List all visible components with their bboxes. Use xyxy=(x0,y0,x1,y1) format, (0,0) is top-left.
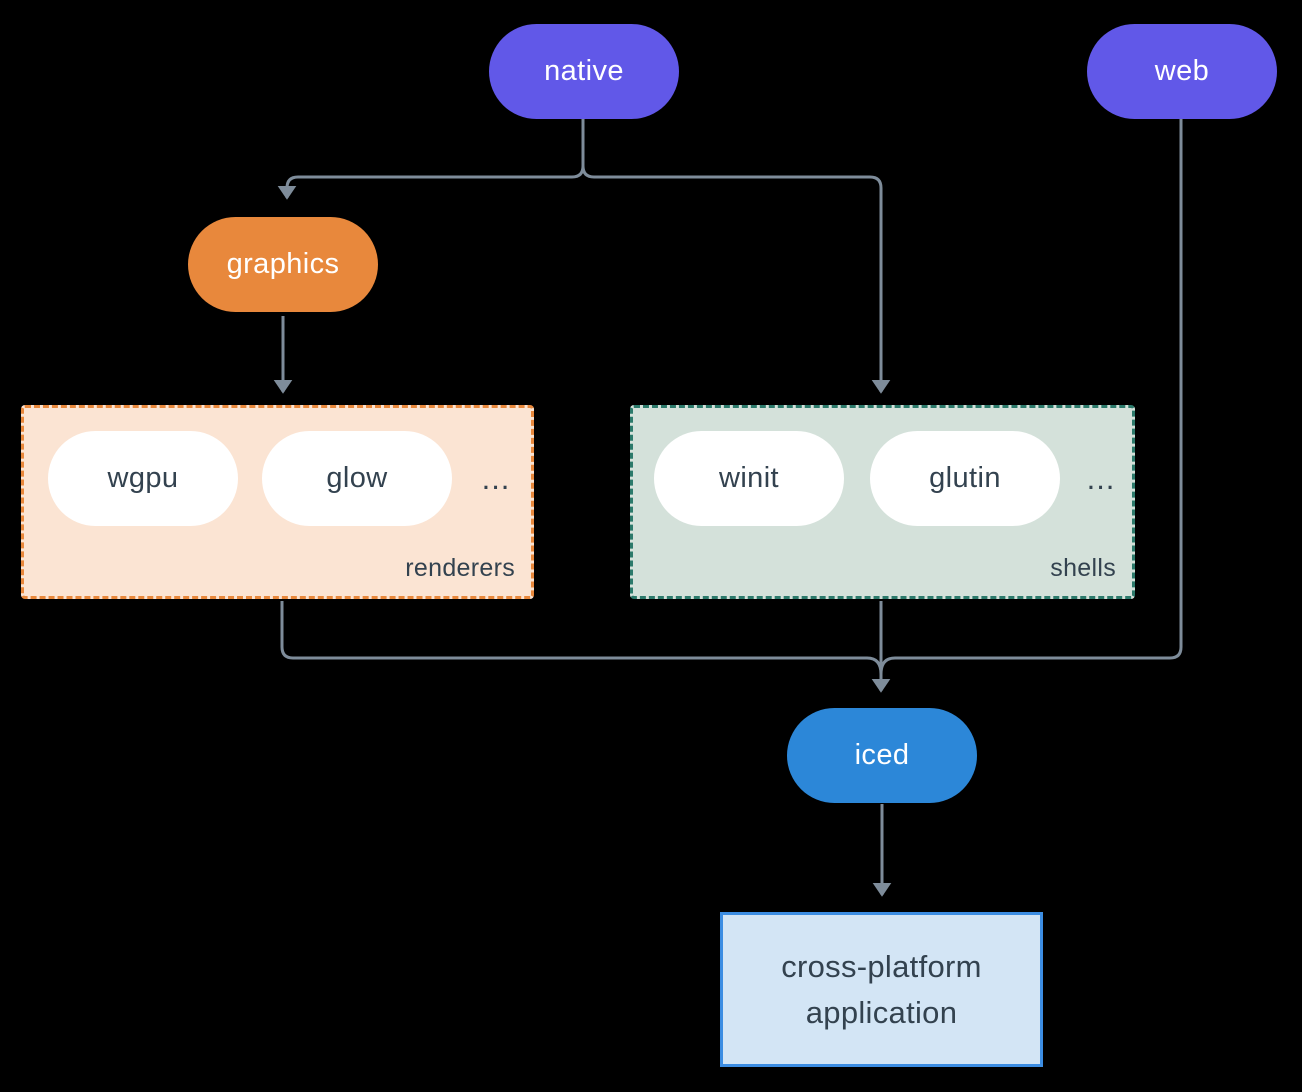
node-winit: winit xyxy=(654,431,844,526)
node-glow: glow xyxy=(262,431,452,526)
node-graphics: graphics xyxy=(188,217,378,312)
group-shells: winit glutin ... shells xyxy=(630,405,1135,599)
node-winit-label: winit xyxy=(718,462,779,494)
node-iced-label: iced xyxy=(854,739,910,771)
application-label-line1: cross-platform xyxy=(781,948,982,984)
edge-renderers-iced xyxy=(280,601,883,675)
node-wgpu-label: wgpu xyxy=(107,462,179,494)
group-renderers: wgpu glow ... renderers xyxy=(21,405,534,599)
node-glutin-label: glutin xyxy=(929,462,1001,494)
node-web-label: web xyxy=(1154,55,1210,87)
shells-ellipsis: ... xyxy=(1086,460,1116,496)
renderers-ellipsis: ... xyxy=(481,460,511,496)
shells-group-label: shells xyxy=(1050,554,1116,582)
node-glutin: glutin xyxy=(870,431,1060,526)
node-cross-platform-application: cross-platform application xyxy=(720,912,1043,1067)
node-wgpu: wgpu xyxy=(48,431,238,526)
node-graphics-label: graphics xyxy=(226,248,340,280)
edge-native-graphics xyxy=(277,119,585,200)
node-native: native xyxy=(489,24,679,119)
node-web: web xyxy=(1087,24,1277,119)
edge-native-shells xyxy=(581,119,891,394)
node-glow-label: glow xyxy=(326,462,388,494)
edge-web-iced xyxy=(879,119,1183,675)
renderers-group-label: renderers xyxy=(405,554,515,582)
node-native-label: native xyxy=(544,55,624,87)
application-label-line2: application xyxy=(805,994,958,1030)
node-iced: iced xyxy=(787,708,977,803)
